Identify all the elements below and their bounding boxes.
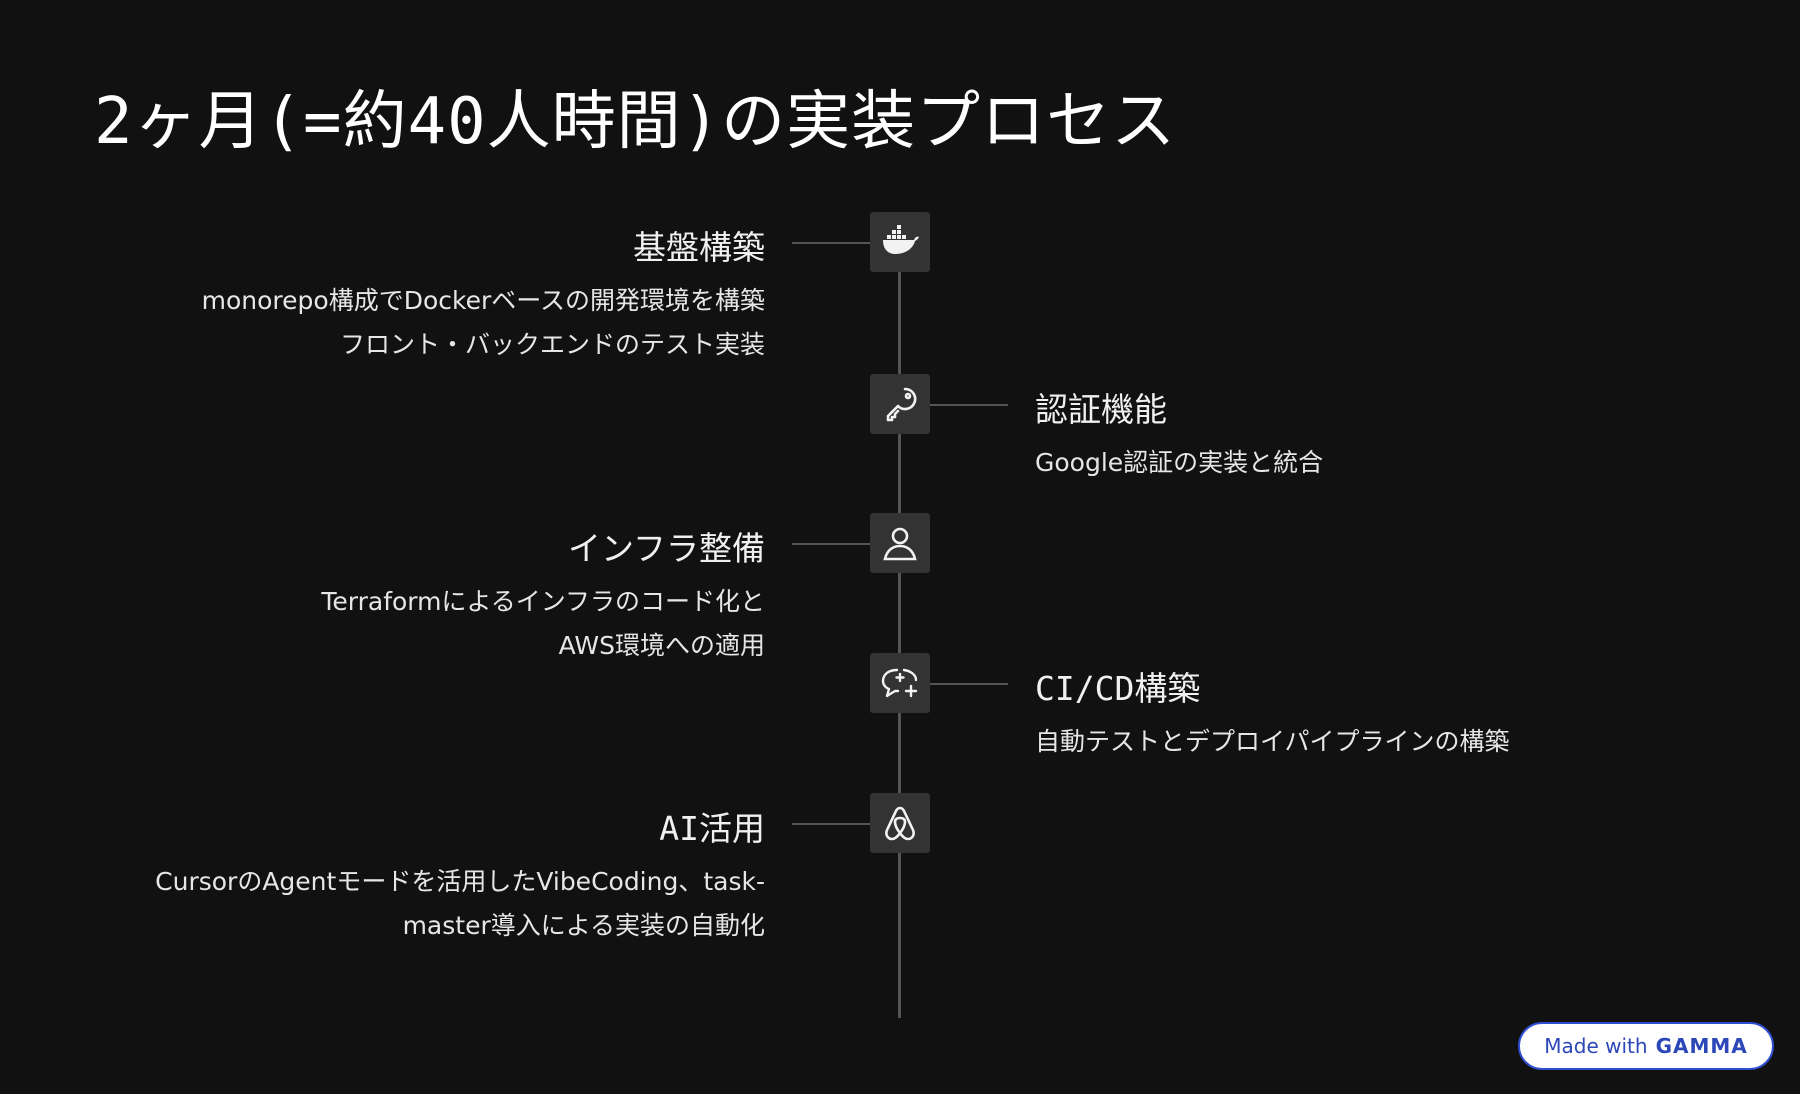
description-line: フロント・バックエンドのテスト実装	[339, 330, 765, 359]
timeline-node-cicd	[870, 653, 930, 713]
chat-sparkle-icon	[881, 668, 918, 698]
step-heading-cicd: CI/CD構築	[1035, 669, 1201, 708]
page-title: 2ヶ月(=約40人時間)の実装プロセス	[94, 85, 1177, 159]
timeline-node-foundation	[870, 212, 930, 272]
badge-prefix: Made with	[1544, 1034, 1648, 1058]
step-heading-auth: 認証機能	[1035, 390, 1167, 429]
step-description-auth: Google認証の実装と統合	[1035, 441, 1323, 485]
step-description-cicd: 自動テストとデプロイパイプラインの構築	[1035, 720, 1510, 764]
docker-whale-icon	[883, 225, 919, 254]
step-heading-foundation: 基盤構築	[633, 228, 765, 267]
description-line: Terraformによるインフラのコード化と	[321, 587, 765, 616]
airbnb-logo-icon	[885, 806, 915, 841]
description-line: 自動テストとデプロイパイプラインの構築	[1035, 727, 1510, 756]
connector-line	[930, 683, 1008, 685]
step-description-infra: Terraformによるインフラのコード化と AWS環境への適用	[321, 580, 765, 668]
connector-line	[930, 404, 1008, 406]
step-description-ai: CursorのAgentモードを活用したVibeCoding、task- mas…	[155, 860, 765, 948]
connector-line	[792, 823, 870, 825]
description-line: master導入による実装の自動化	[402, 911, 765, 940]
step-heading-ai: AI活用	[659, 809, 765, 848]
description-line: Google認証の実装と統合	[1035, 448, 1324, 477]
step-heading-infra: インフラ整備	[567, 529, 765, 568]
made-with-gamma-badge[interactable]: Made with GAMMA	[1518, 1022, 1774, 1070]
person-icon	[883, 527, 917, 561]
description-line: monorepo構成でDockerベースの開発環境を構築	[201, 286, 765, 315]
timeline-node-infra	[870, 513, 930, 573]
timeline-spine	[898, 242, 901, 1018]
description-line: CursorのAgentモードを活用したVibeCoding、task-	[155, 867, 765, 896]
timeline-node-auth	[870, 374, 930, 434]
connector-line	[792, 242, 870, 244]
step-description-foundation: monorepo構成でDockerベースの開発環境を構築 フロント・バックエンド…	[202, 279, 765, 367]
gamma-logo: GAMMA	[1655, 1034, 1748, 1058]
key-icon	[886, 387, 917, 422]
connector-line	[792, 543, 870, 545]
timeline-node-ai	[870, 793, 930, 853]
description-line: AWS環境への適用	[558, 631, 765, 660]
